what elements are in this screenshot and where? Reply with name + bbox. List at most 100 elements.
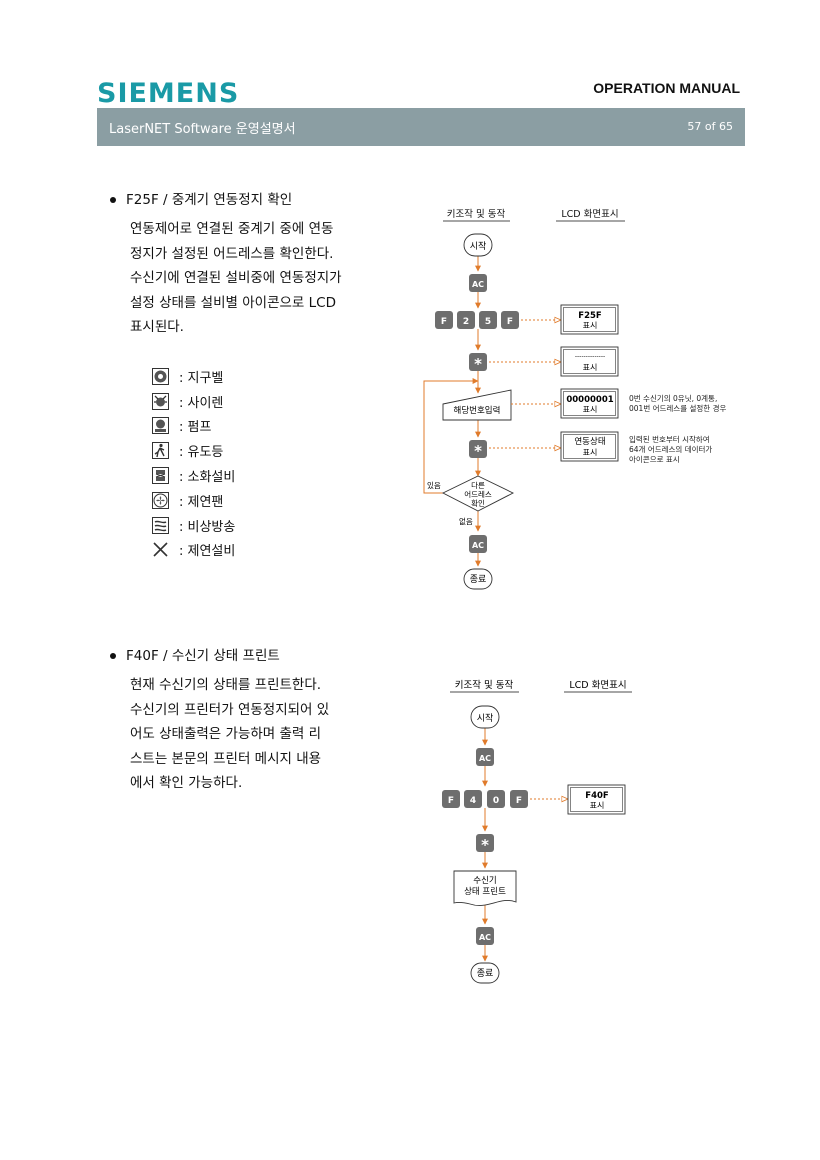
legend-item: : 소화설비 <box>152 463 235 488</box>
start-text: 시작 <box>477 713 494 724</box>
icon-legend: : 지구벨 : 사이렌 : 펌프 : 유도등 : 소화설비 : 제연팬 : 비상… <box>152 364 235 562</box>
key-f <box>510 790 528 808</box>
ac-key <box>469 274 487 292</box>
extinguisher-icon <box>152 467 169 485</box>
ac-key-label: AC <box>472 280 484 289</box>
legend-label: : 제연팬 <box>179 494 224 510</box>
lcd-box <box>567 784 626 815</box>
x-icon <box>153 542 168 558</box>
note-text: 아이콘으로 표시 <box>629 454 680 464</box>
paragraph-line: 수신기의 프린터가 연동정지되어 있 <box>130 701 330 718</box>
legend-label: : 펌프 <box>179 420 212 436</box>
decision-text: 어드레스 <box>464 489 492 499</box>
input-text: 해당번호입력 <box>454 405 501 416</box>
key-label: 0 <box>493 796 499 806</box>
legend-item: : 제연팬 <box>152 488 235 513</box>
legend-item: : 펌프 <box>152 414 235 439</box>
document-node <box>453 870 517 906</box>
key-f <box>435 311 453 329</box>
note-text: 64개 어드레스의 데이터가 <box>629 444 712 454</box>
decision-text: 다른 <box>471 481 485 490</box>
star-key-label: * <box>474 355 482 373</box>
key-f <box>442 790 460 808</box>
legend-item: : 유도등 <box>152 438 235 463</box>
ac-key-label: AC <box>479 754 491 763</box>
lcd-text: 연동상태 <box>574 436 605 447</box>
section2-paragraph: 현재 수신기의 상태를 프린트한다. 수신기의 프린터가 연동정지되어 있 어도… <box>130 673 348 796</box>
star-key-label: * <box>474 442 482 460</box>
note-text: 입력된 번호부터 시작하여 <box>629 434 710 444</box>
key-label: 5 <box>485 317 491 327</box>
lcd-sub: 표시 <box>583 405 598 414</box>
note-text: 001번 어드레스를 설정한 경우 <box>629 403 726 413</box>
section2-heading: F40F / 수신기 상태 프린트 <box>110 644 280 664</box>
lcd-box <box>560 388 619 419</box>
manual-title: OPERATION MANUAL <box>593 80 740 96</box>
paragraph-line: 설정 상태를 설비별 아이콘으로 LCD <box>130 294 336 311</box>
section1-heading-text: F25F / 중계기 연동정지 확인 <box>126 192 293 208</box>
fan-icon <box>152 491 169 509</box>
key-label: F <box>507 317 513 327</box>
paragraph-line: 정지가 설정된 어드레스를 확인한다. <box>130 245 334 262</box>
flowchart-f25f: 키조작 및 동작 LCD 화면표시 시작 AC F 2 5 F F25F 표시 … <box>423 208 726 590</box>
legend-label: : 제연설비 <box>179 544 236 560</box>
end-node <box>463 568 493 590</box>
paragraph-line: 스트는 본문의 프린터 메시지 내용 <box>130 750 322 767</box>
ac-key-label: AC <box>472 541 484 550</box>
pump-icon <box>152 417 169 435</box>
section2-heading-text: F40F / 수신기 상태 프린트 <box>126 648 280 664</box>
section1-paragraph: 연동제어로 연결된 중계기 중에 연동 정지가 설정된 어드레스를 확인한다. … <box>130 217 364 340</box>
ac-key-label: AC <box>479 933 491 942</box>
section1-heading: F25F / 중계기 연동정지 확인 <box>110 188 292 208</box>
star-key <box>469 440 487 458</box>
paragraph-line: 표시된다. <box>130 319 184 335</box>
ac-key <box>476 748 494 766</box>
end-text: 종료 <box>470 574 487 585</box>
key-label: 2 <box>463 317 469 327</box>
legend-item: : 비상방송 <box>152 513 235 538</box>
paragraph-line: 수신기에 연결된 설비중에 연동정지가 <box>130 270 342 286</box>
lcd-text: F25F <box>578 311 602 321</box>
paragraph-line: 에서 확인 가능하다. <box>130 775 243 791</box>
bell-icon <box>152 367 169 385</box>
legend-item: : 사이렌 <box>152 389 235 414</box>
legend-label: : 비상방송 <box>179 519 236 535</box>
title-bar: LaserNET Software 운영설명서 57 of 65 <box>97 108 745 146</box>
lcd-box <box>560 304 619 335</box>
key-4 <box>464 790 482 808</box>
legend-label: : 소화설비 <box>179 470 236 486</box>
star-key-label: * <box>481 836 489 854</box>
key-0 <box>487 790 505 808</box>
key-2 <box>457 311 475 329</box>
column-header-key: 키조작 및 동작 <box>455 679 514 691</box>
document-text: 상태 프린트 <box>464 886 506 897</box>
star-key <box>476 834 494 852</box>
lcd-sub: 표시 <box>583 363 598 372</box>
key-label: F <box>441 317 447 327</box>
paragraph-line: 연동제어로 연결된 중계기 중에 연동 <box>130 221 334 237</box>
column-header-lcd: LCD 화면표시 <box>569 680 626 691</box>
end-text: 종료 <box>477 968 494 979</box>
key-label: 4 <box>470 796 476 806</box>
start-node <box>463 233 493 257</box>
bullet-dot <box>110 197 116 203</box>
column-header-lcd: LCD 화면표시 <box>561 209 618 220</box>
lcd-sub: 표시 <box>590 801 605 810</box>
siemens-logo: SIEMENS <box>97 78 240 109</box>
start-node <box>470 705 500 729</box>
key-5 <box>479 311 497 329</box>
end-node <box>470 962 500 984</box>
exit-light-icon <box>152 442 169 460</box>
lcd-box <box>560 431 619 462</box>
document-text: 수신기 <box>473 876 496 886</box>
broadcast-icon <box>152 516 169 534</box>
decision-node <box>441 475 515 512</box>
lcd-text: -------------- <box>575 353 605 360</box>
note-text: 0번 수신기의 0유닛, 0계통, <box>629 393 717 403</box>
start-text: 시작 <box>470 241 487 252</box>
siren-icon <box>152 392 169 410</box>
legend-item: : 지구벨 <box>152 364 235 389</box>
page-number: 57 of 65 <box>687 120 733 133</box>
yes-label: 있음 <box>427 481 441 490</box>
bullet-dot <box>110 653 116 659</box>
